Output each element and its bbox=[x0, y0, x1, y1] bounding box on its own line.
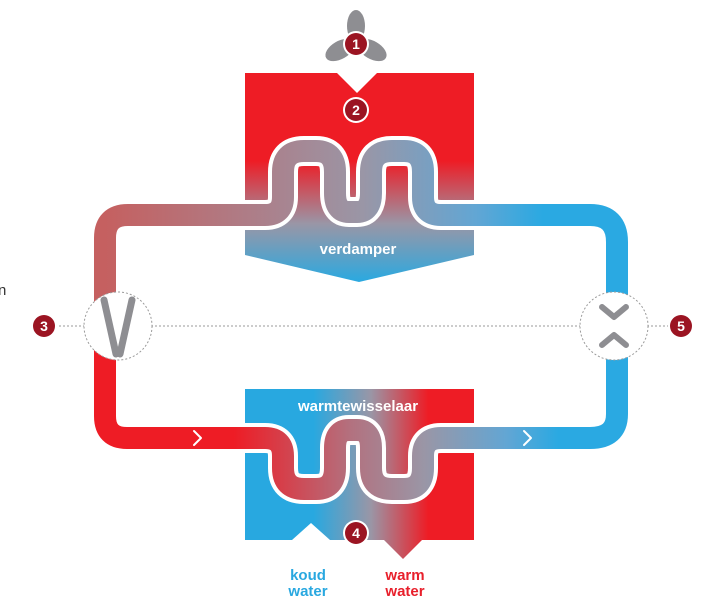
chevron-right-icon bbox=[523, 430, 532, 446]
marker-1: 1 bbox=[343, 31, 369, 57]
compressor-icon bbox=[83, 291, 153, 361]
cold-water-label-line1: koud bbox=[290, 567, 326, 584]
top-pipe bbox=[90, 136, 632, 332]
marker-2-label: 2 bbox=[352, 102, 360, 118]
evaporator-label: verdamper bbox=[320, 241, 397, 258]
marker-2: 2 bbox=[343, 97, 369, 123]
marker-1-label: 1 bbox=[352, 36, 360, 52]
heat-exchanger-label: warmtewisselaar bbox=[297, 398, 418, 415]
marker-3-label: 3 bbox=[40, 318, 48, 334]
marker-5: 5 bbox=[668, 313, 694, 339]
chevron-right-icon bbox=[193, 430, 202, 446]
marker-3: 3 bbox=[31, 313, 57, 339]
edge-letter: n bbox=[0, 282, 6, 299]
marker-4: 4 bbox=[343, 520, 369, 546]
marker-4-label: 4 bbox=[352, 525, 360, 541]
expansion-valve-icon bbox=[579, 291, 649, 361]
warm-water-label-line1: warm bbox=[384, 567, 424, 584]
marker-5-label: 5 bbox=[677, 318, 685, 334]
cold-water-label-line2: water bbox=[287, 583, 327, 600]
warm-water-label-line2: water bbox=[384, 583, 424, 600]
